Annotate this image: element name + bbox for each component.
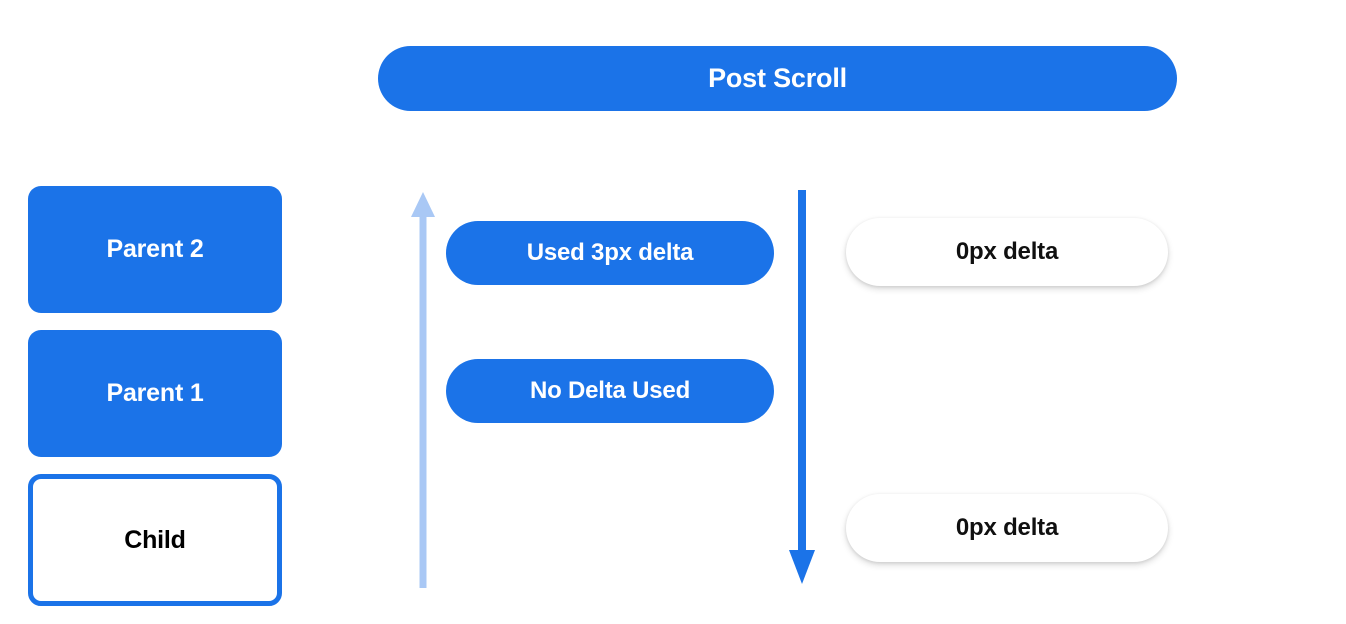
- post-scroll-banner: Post Scroll: [378, 46, 1177, 111]
- scroll-up-arrow: [411, 192, 435, 588]
- banner-title: Post Scroll: [708, 63, 847, 93]
- node-parent-2: Parent 2: [28, 186, 282, 313]
- pill-used-3px-delta-label: Used 3px delta: [526, 239, 694, 266]
- pill-0px-delta-top: 0px delta: [846, 218, 1168, 286]
- pill-0px-delta-bottom-label: 0px delta: [955, 514, 1059, 541]
- scroll-down-arrow: [789, 190, 815, 584]
- pill-0px-delta-bottom: 0px delta: [846, 494, 1168, 562]
- node-child: Child: [28, 474, 282, 606]
- node-parent-1-label: Parent 1: [106, 379, 204, 407]
- pill-0px-delta-top-label: 0px delta: [955, 238, 1059, 265]
- pill-no-delta-used: No Delta Used: [446, 359, 774, 423]
- node-stack: Parent 2 Parent 1 Child: [28, 186, 282, 606]
- pill-no-delta-used-label: No Delta Used: [529, 377, 691, 404]
- pill-used-3px-delta: Used 3px delta: [446, 221, 774, 285]
- node-parent-1: Parent 1: [28, 330, 282, 457]
- node-parent-2-label: Parent 2: [106, 235, 204, 263]
- node-child-label: Child: [124, 525, 186, 554]
